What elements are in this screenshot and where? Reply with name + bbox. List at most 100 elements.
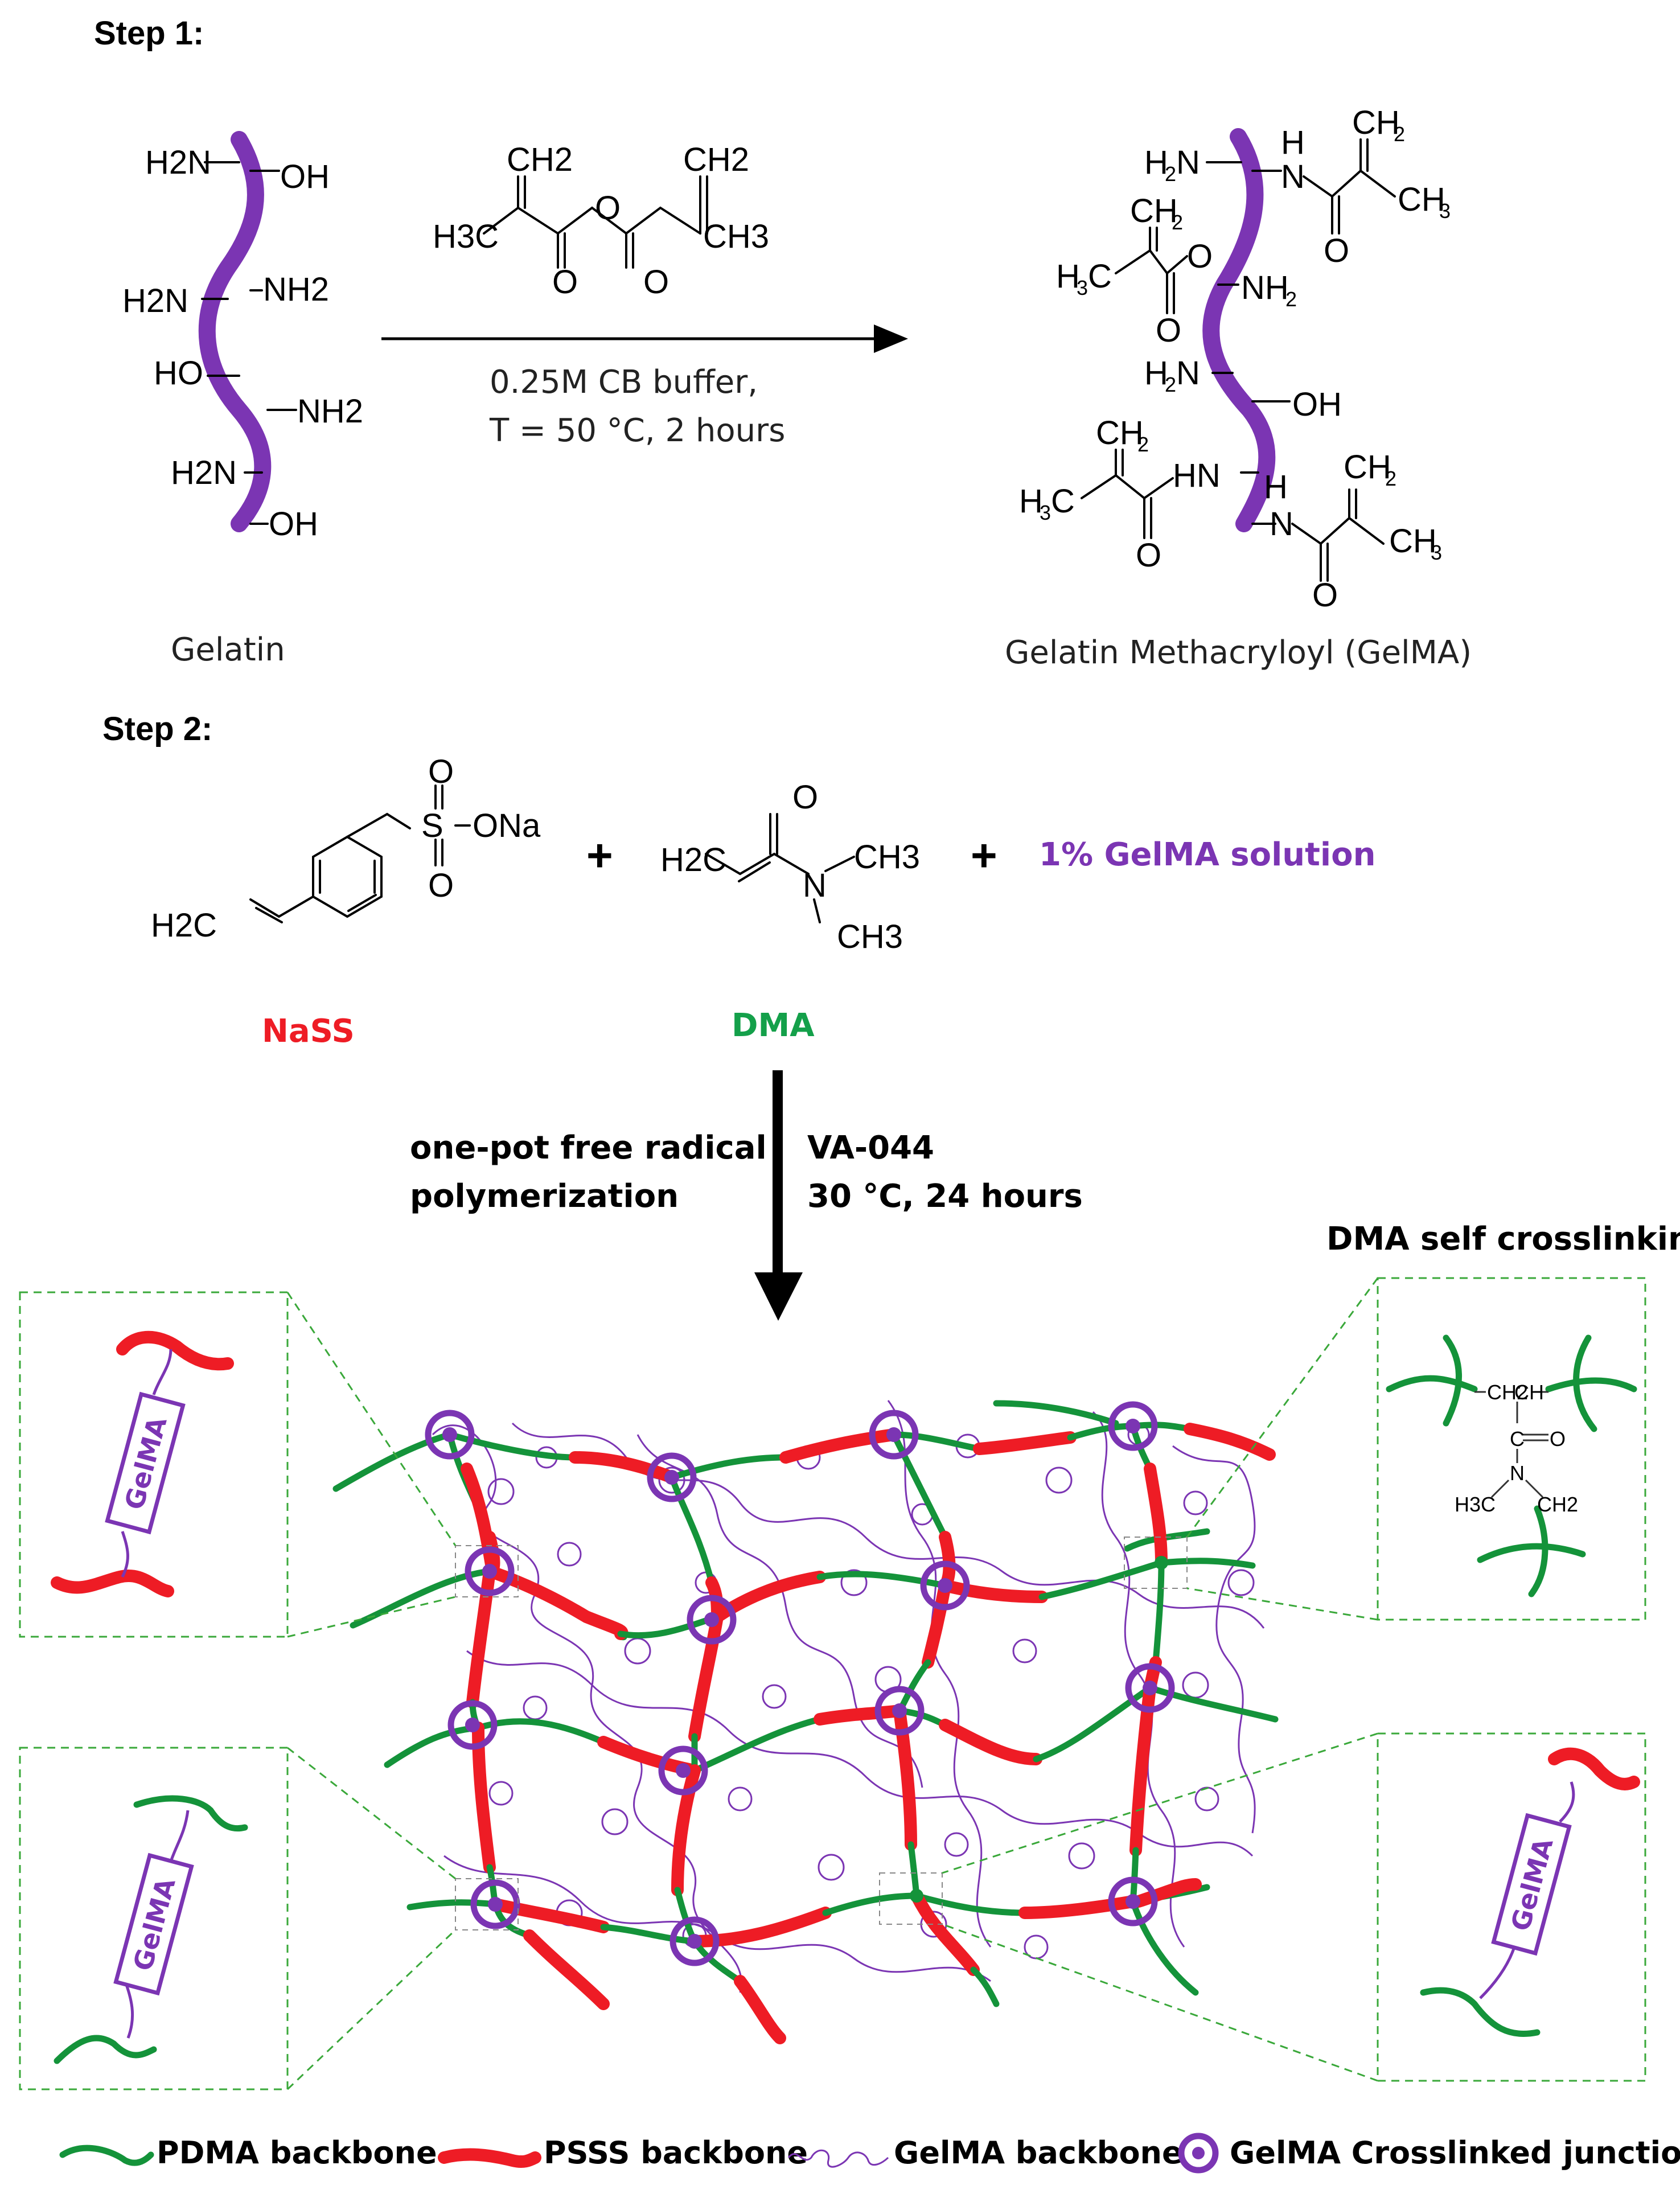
hydrogel-network [332,1400,1279,2044]
junction-swatch [1178,2133,1219,2174]
inset-psss-chain [116,1330,234,1371]
gelma-caption: Gelatin Methacryloyl (GelMA) [1005,634,1472,671]
dma-ch3-right: CH3 [854,839,920,876]
svg-text:O: O [1187,238,1213,275]
legend-label-pdma: PDMA backbone [157,2135,437,2171]
gelatin-group-1: H2N [145,144,211,181]
junction [687,1595,737,1645]
legend-label-junction: GelMA Crosslinked junction [1230,2135,1680,2171]
svg-text:CH: CH [1096,414,1144,451]
xlink-c: C [1510,1427,1525,1451]
legend-item-gelma: GelMA backbone [787,2135,1183,2171]
svg-text:O: O [1324,232,1349,269]
junction [647,1452,697,1502]
junction [869,1410,919,1460]
junction [658,1745,708,1796]
anhydride-ch2-left: CH2 [507,141,573,178]
nass-o-bottom: O [428,867,454,904]
gelatin-group-7: H2N [171,454,237,491]
svg-text:O: O [1156,312,1181,349]
psss-swatch [438,2148,541,2168]
anhydride-ch3: CH3 [703,218,769,255]
legend-item-junction: GelMA Crosslinked junction [1178,2133,1680,2174]
inset-pdma-chain [1420,1987,1541,2038]
dma-molecule: O H2C N CH3 CH3 [660,779,920,955]
dma-crosslinking-title: DMA self crosslinking [1326,1221,1680,1258]
gelma-chain [1202,128,1276,532]
legend-item-pdma: PDMA backbone [59,2135,437,2171]
step2-title: Step 2: [102,710,212,747]
junction [1108,1876,1158,1926]
nass-s: S [421,807,443,844]
svg-text:3: 3 [1439,199,1451,223]
method-line1: one-pot free radical [410,1129,767,1166]
svg-text:H: H [1144,144,1168,181]
initiator-line2: 30 °C, 24 hours [807,1178,1083,1215]
gelatin-group-3: H2N [122,282,188,319]
xlink-h3c: H3C [1455,1493,1496,1516]
svg-text:3: 3 [1077,276,1088,299]
anhydride-h3c: H3C [433,218,499,255]
dma-h2c: H2C [660,841,726,878]
junction [447,1700,498,1750]
svg-text:C: C [1051,483,1075,520]
junction [425,1410,475,1460]
reaction-arrow-step1 [381,324,908,353]
plus-sign-2: + [971,830,997,881]
nass-o-top: O [428,753,454,790]
svg-text:H: H [1144,355,1168,392]
svg-text:HN: HN [1173,457,1221,494]
inset-psss-chain [51,1570,174,1597]
svg-text:2: 2 [1394,122,1405,146]
step1-condition-line1: 0.25M CB buffer, [490,364,758,401]
gelatin-caption: Gelatin [171,631,285,668]
methacrylic-anhydride: CH2 CH2 H3C O CH3 O O [433,141,769,301]
inset-pdma-chain [133,1795,248,1832]
legend-label-gelma: GelMA backbone [894,2135,1183,2171]
junction [669,1916,720,1966]
svg-text:2: 2 [1285,287,1297,311]
anhydride-o-right: O [643,264,669,301]
svg-text:CH: CH [1398,181,1445,218]
svg-text:2: 2 [1165,162,1176,186]
plus-sign-1: + [586,830,613,881]
nass-ona: ONa [473,807,541,844]
gelma-solution-label: 1% GelMA solution [1039,836,1375,873]
method-line2: polymerization [410,1178,679,1215]
pdma-swatch [59,2145,154,2166]
svg-text:NH: NH [1241,269,1289,306]
svg-text:3: 3 [1040,501,1051,524]
svg-text:N: N [1176,355,1200,392]
dma-n: N [803,867,827,904]
xlink-ch: CH [1514,1381,1544,1404]
gelatin-group-5: HO [154,355,203,392]
svg-text:N: N [1270,506,1293,543]
junction [465,1546,515,1596]
inset-psss-chain [1548,1747,1640,1790]
svg-text:C: C [1088,258,1112,295]
svg-text:O: O [1312,577,1338,614]
xlink-ch2-n: CH2 [1537,1493,1578,1516]
xlink-ch2: CH2 [1487,1381,1528,1404]
legend-label-psss: PSSS backbone [544,2135,808,2171]
inset-pdma-chain [54,2035,157,2064]
initiator-line1: VA-044 [807,1129,934,1166]
anhydride-bridge-o: O [595,190,621,227]
svg-text:O: O [1136,537,1161,574]
step1-condition-line2: T = 50 °C, 2 hours [489,412,785,449]
anhydride-o-left: O [552,264,578,301]
nass-h2c: H2C [151,907,217,944]
junction [874,1686,925,1736]
svg-text:2: 2 [1172,211,1183,234]
svg-text:H: H [1056,258,1080,295]
gelatin-group-8: OH [269,506,318,543]
svg-text:OH: OH [1292,386,1342,423]
svg-text:N: N [1281,158,1305,195]
svg-text:H: H [1264,469,1288,506]
gelatin-molecule: H2N OH H2N NH2 HO NH2 H2N OH [122,131,363,543]
legend: PDMA backbone PSSS backbone GelMA backbo… [59,2133,1680,2174]
gelatin-group-2: OH [280,158,330,195]
junction [920,1560,970,1611]
svg-text:H: H [1281,124,1305,161]
svg-text:CH: CH [1389,523,1437,560]
